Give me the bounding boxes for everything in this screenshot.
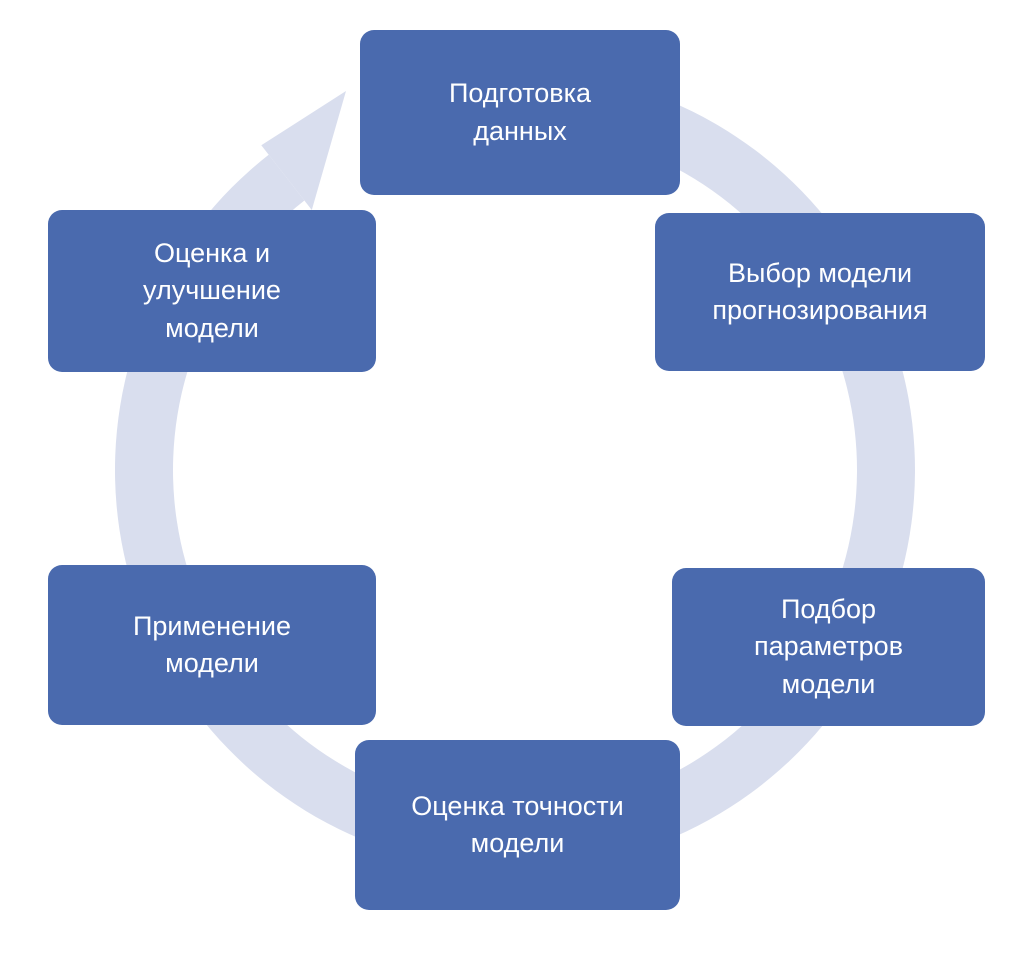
step-label-line: модели [165,312,259,343]
step-label-line: прогнозирования [712,295,928,325]
step-label-line: Оценка и [153,238,271,269]
cycle-step-model-improvement: Оценка и улучшение модели [48,210,376,372]
cycle-step-data-preparation: Подготовка данных [360,30,680,195]
step-label-line: Оценка точности [411,790,624,821]
cycle-step-parameter-tuning: Подбор параметров модели [672,568,985,726]
step-label-line: Применение [132,610,292,641]
cycle-step-model-application: Применение модели [48,565,376,725]
step-label-line: модели [781,668,876,699]
step-label-line: модели [165,648,259,678]
cycle-step-model-selection: Выбор модели прогнозирования [655,213,985,371]
step-label-line: Подготовка [448,78,592,109]
step-label-line: модели [470,828,565,858]
step-label-line: улучшение [143,275,281,306]
step-label-line: параметров [753,631,904,662]
step-label-line: данных [473,115,567,146]
arrow-head [261,91,346,210]
step-label-line: Подбор [780,594,877,625]
cycle-step-accuracy-evaluation: Оценка точности модели [355,740,680,910]
step-label-line: Выбор модели [727,257,913,288]
